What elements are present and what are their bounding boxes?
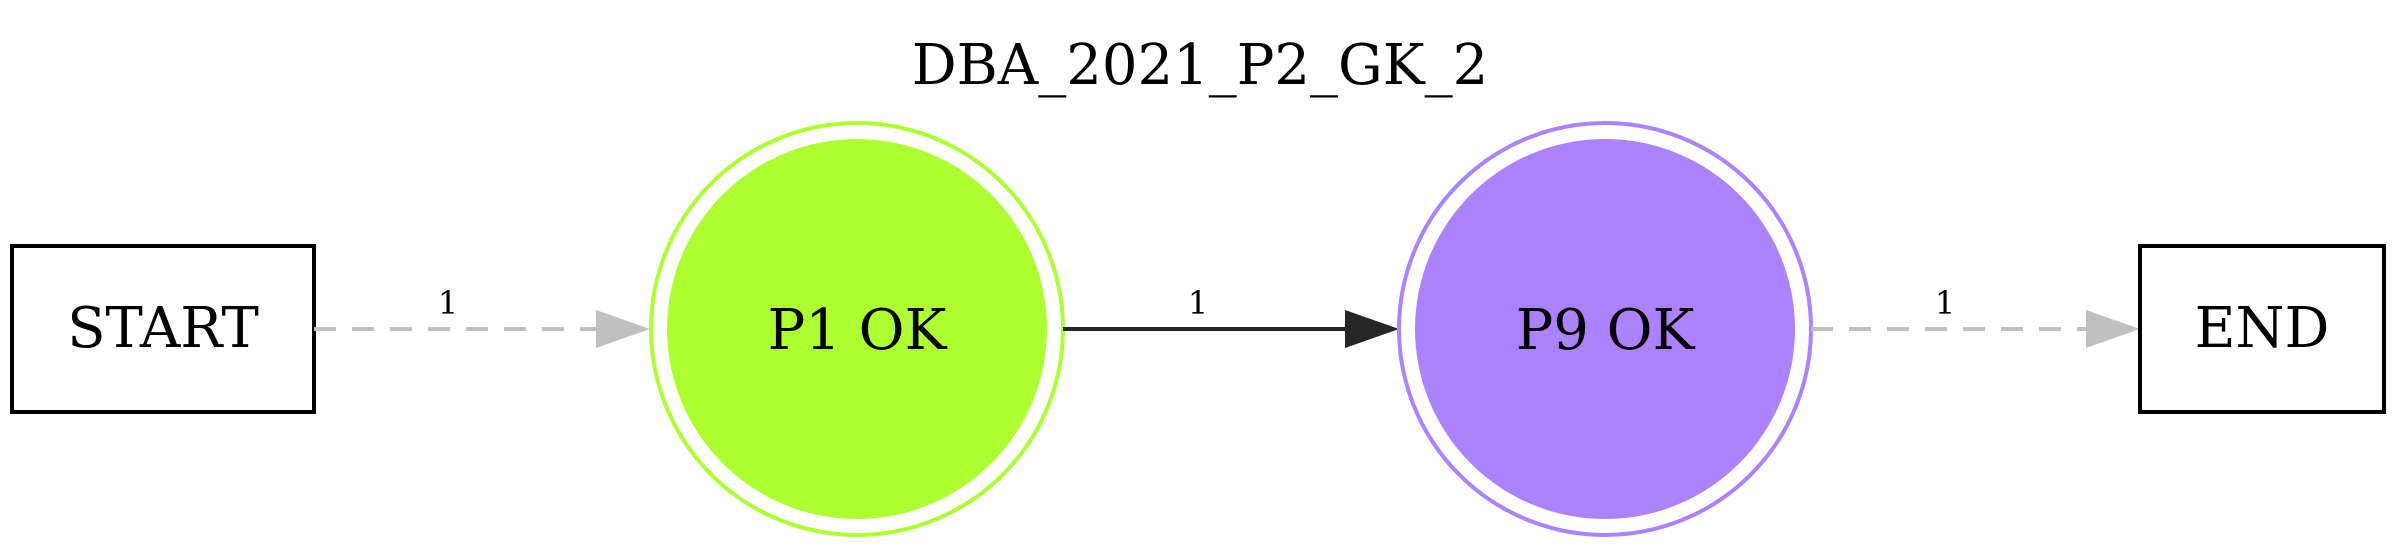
edge-start-p1-label: 1 (438, 284, 458, 322)
node-p1-label: P1 OK (768, 298, 948, 363)
edge-p1-p9: 1 (1063, 284, 1399, 348)
diagram-title: DBA_2021_P2_GK_2 (912, 33, 1489, 98)
node-p9-circle (1415, 139, 1795, 519)
edge-start-p1-arrowhead (596, 310, 650, 348)
node-p1-circle (667, 139, 1047, 519)
node-p9-label: P9 OK (1516, 298, 1696, 363)
node-end-box (2138, 244, 2386, 414)
edge-p1-p9-label: 1 (1188, 284, 1208, 322)
edge-p9-end-arrowhead (2086, 310, 2140, 348)
edge-p1-p9-arrowhead (1345, 310, 1399, 348)
node-end: END (2138, 244, 2386, 414)
node-start: START (10, 244, 316, 414)
node-p9: P9 OK (1397, 121, 1813, 537)
edge-p9-end-label: 1 (1935, 284, 1955, 322)
edge-p9-end: 1 (1811, 284, 2140, 348)
node-p1: P1 OK (649, 121, 1065, 537)
node-end-label: END (2195, 296, 2330, 361)
edge-start-p1: 1 (314, 284, 650, 348)
node-start-label: START (67, 296, 259, 361)
